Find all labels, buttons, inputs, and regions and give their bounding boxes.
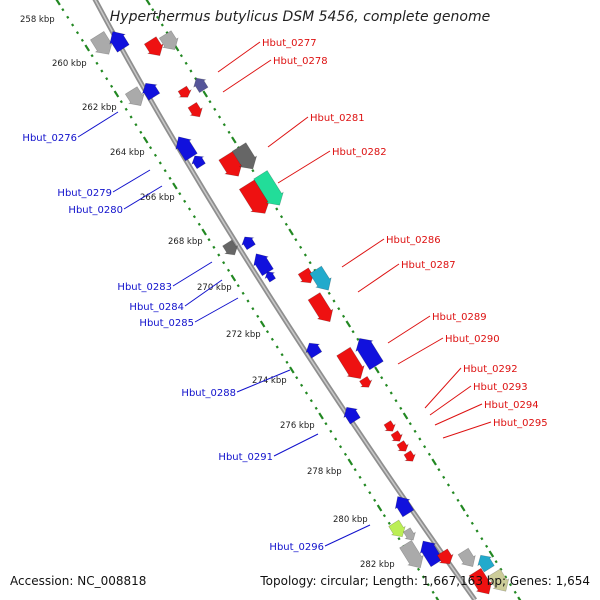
gene-leader-line — [397, 337, 444, 365]
gene-label[interactable]: Hbut_0294 — [484, 400, 539, 411]
reverse-gene-arrow — [419, 540, 444, 568]
gene-leader-line — [222, 59, 272, 93]
left-scale-line — [55, 0, 440, 600]
gene-label[interactable]: Hbut_0281 — [310, 113, 365, 124]
gene-leader-line — [172, 261, 213, 287]
gene-leader-line — [217, 41, 261, 73]
kbp-tick-label: 262 kbp — [82, 103, 117, 113]
reverse-gene-arrow — [175, 136, 198, 162]
reverse-gene-arrow — [399, 539, 424, 569]
gene-leader-line — [277, 150, 331, 184]
reverse-gene-arrow — [141, 82, 161, 101]
gene-leader-line — [77, 111, 119, 138]
gene-leader-line — [273, 433, 319, 457]
reverse-gene-arrow — [253, 253, 274, 277]
kbp-tick-label: 268 kbp — [168, 237, 203, 247]
reverse-gene-arrow — [305, 342, 323, 359]
kbp-tick-label: 280 kbp — [333, 515, 368, 525]
gene-label[interactable]: Hbut_0284 — [129, 302, 184, 313]
forward-gene-arrow — [307, 292, 334, 323]
reverse-gene-arrow — [388, 519, 406, 538]
forward-gene-arrow — [158, 30, 179, 50]
gene-label[interactable]: Hbut_0291 — [218, 452, 273, 463]
gene-leader-line — [184, 279, 223, 307]
gene-label[interactable]: Hbut_0296 — [269, 542, 324, 553]
kbp-tick-label: 258 kbp — [20, 15, 55, 25]
kbp-tick-label: 264 kbp — [110, 148, 145, 158]
kbp-tick-label: 272 kbp — [226, 330, 261, 340]
forward-gene-arrow — [477, 554, 495, 573]
kbp-tick-label: 276 kbp — [280, 421, 315, 431]
gene-label[interactable]: Hbut_0288 — [181, 388, 236, 399]
gene-label[interactable]: Hbut_0287 — [401, 260, 456, 271]
forward-gene-arrow — [187, 101, 203, 118]
gene-leader-line — [387, 315, 431, 344]
gene-leader-line — [424, 367, 462, 409]
reverse-gene-arrow — [89, 30, 113, 55]
topology-text: Topology: circular; Length: 1,667,163 bp… — [260, 574, 590, 588]
forward-gene-arrow — [253, 170, 284, 206]
gene-label[interactable]: Hbut_0289 — [432, 312, 487, 323]
forward-gene-arrow — [468, 567, 493, 595]
gene-leader-line — [267, 116, 309, 148]
gene-label[interactable]: Hbut_0295 — [493, 418, 548, 429]
gene-leader-line — [324, 524, 371, 547]
forward-gene-arrow — [487, 568, 510, 592]
reverse-gene-arrow — [402, 527, 416, 541]
gene-label[interactable]: Hbut_0290 — [445, 334, 500, 345]
forward-gene-arrow — [336, 346, 365, 379]
kbp-tick-label: 274 kbp — [252, 376, 287, 386]
kbp-tick-labels: 258 kbp 260 kbp 262 kbp 264 kbp 266 kbp 268 k… — [20, 15, 395, 570]
forward-gene-arrow — [177, 85, 192, 98]
kbp-tick-label: 260 kbp — [52, 59, 87, 69]
kbp-tick-label: 266 kbp — [140, 193, 175, 203]
gene-label[interactable]: Hbut_0276 — [22, 133, 77, 144]
kbp-tick-label: 270 kbp — [197, 283, 232, 293]
forward-gene-arrow — [193, 77, 209, 94]
gene-label[interactable]: Hbut_0292 — [463, 364, 518, 375]
gene-leader-line — [429, 385, 472, 416]
kbp-tick-label: 282 kbp — [360, 560, 395, 570]
gene-leader-line — [341, 238, 385, 268]
forward-gene-arrow — [436, 548, 454, 565]
gene-leader-line — [442, 421, 492, 439]
gene-label[interactable]: Hbut_0283 — [117, 282, 172, 293]
kbp-tick-label: 278 kbp — [307, 467, 342, 477]
gene-label[interactable]: Hbut_0280 — [68, 205, 123, 216]
gene-label[interactable]: Hbut_0279 — [57, 188, 112, 199]
genome-title: Hyperthermus butylicus DSM 5456, complet… — [109, 9, 491, 25]
reverse-gene-arrow — [264, 271, 277, 283]
forward-gene-arrow — [396, 440, 409, 452]
gene-label[interactable]: Hbut_0277 — [262, 38, 317, 49]
gene-leader-line — [236, 369, 291, 393]
forward-gene-arrow — [383, 420, 396, 432]
gene-label[interactable]: Hbut_0282 — [332, 147, 387, 158]
forward-gene-arrow — [143, 36, 164, 56]
gene-label[interactable]: Hbut_0293 — [473, 382, 528, 393]
reverse-gene-arrow — [241, 236, 256, 251]
forward-gene-arrow — [457, 547, 476, 567]
reverse-gene-arrow — [109, 31, 130, 53]
forward-gene-arrow — [309, 265, 332, 291]
reverse-gene-arrow — [191, 155, 206, 170]
gene-leader-line — [112, 169, 151, 193]
gene-leader-line — [123, 185, 163, 210]
gene-leader-line — [434, 403, 483, 426]
gene-label[interactable]: Hbut_0285 — [139, 318, 194, 329]
gene-label[interactable]: Hbut_0286 — [386, 235, 441, 246]
reverse-gene-arrow — [343, 406, 361, 425]
reverse-gene-arrow — [394, 496, 415, 518]
forward-gene-arrow — [231, 142, 258, 170]
gene-leader-line — [194, 297, 239, 323]
forward-gene-arrow — [390, 430, 403, 442]
gene-label[interactable]: Hbut_0278 — [273, 56, 328, 67]
forward-gene-arrow — [403, 450, 416, 462]
forward-gene-arrow — [359, 375, 373, 388]
reverse-gene-arrow — [222, 239, 239, 256]
accession-text: Accession: NC_008818 — [10, 574, 147, 588]
forward-gene-arrow — [355, 338, 384, 371]
reverse-gene-arrow — [124, 86, 145, 106]
gene-leader-line — [357, 263, 400, 293]
